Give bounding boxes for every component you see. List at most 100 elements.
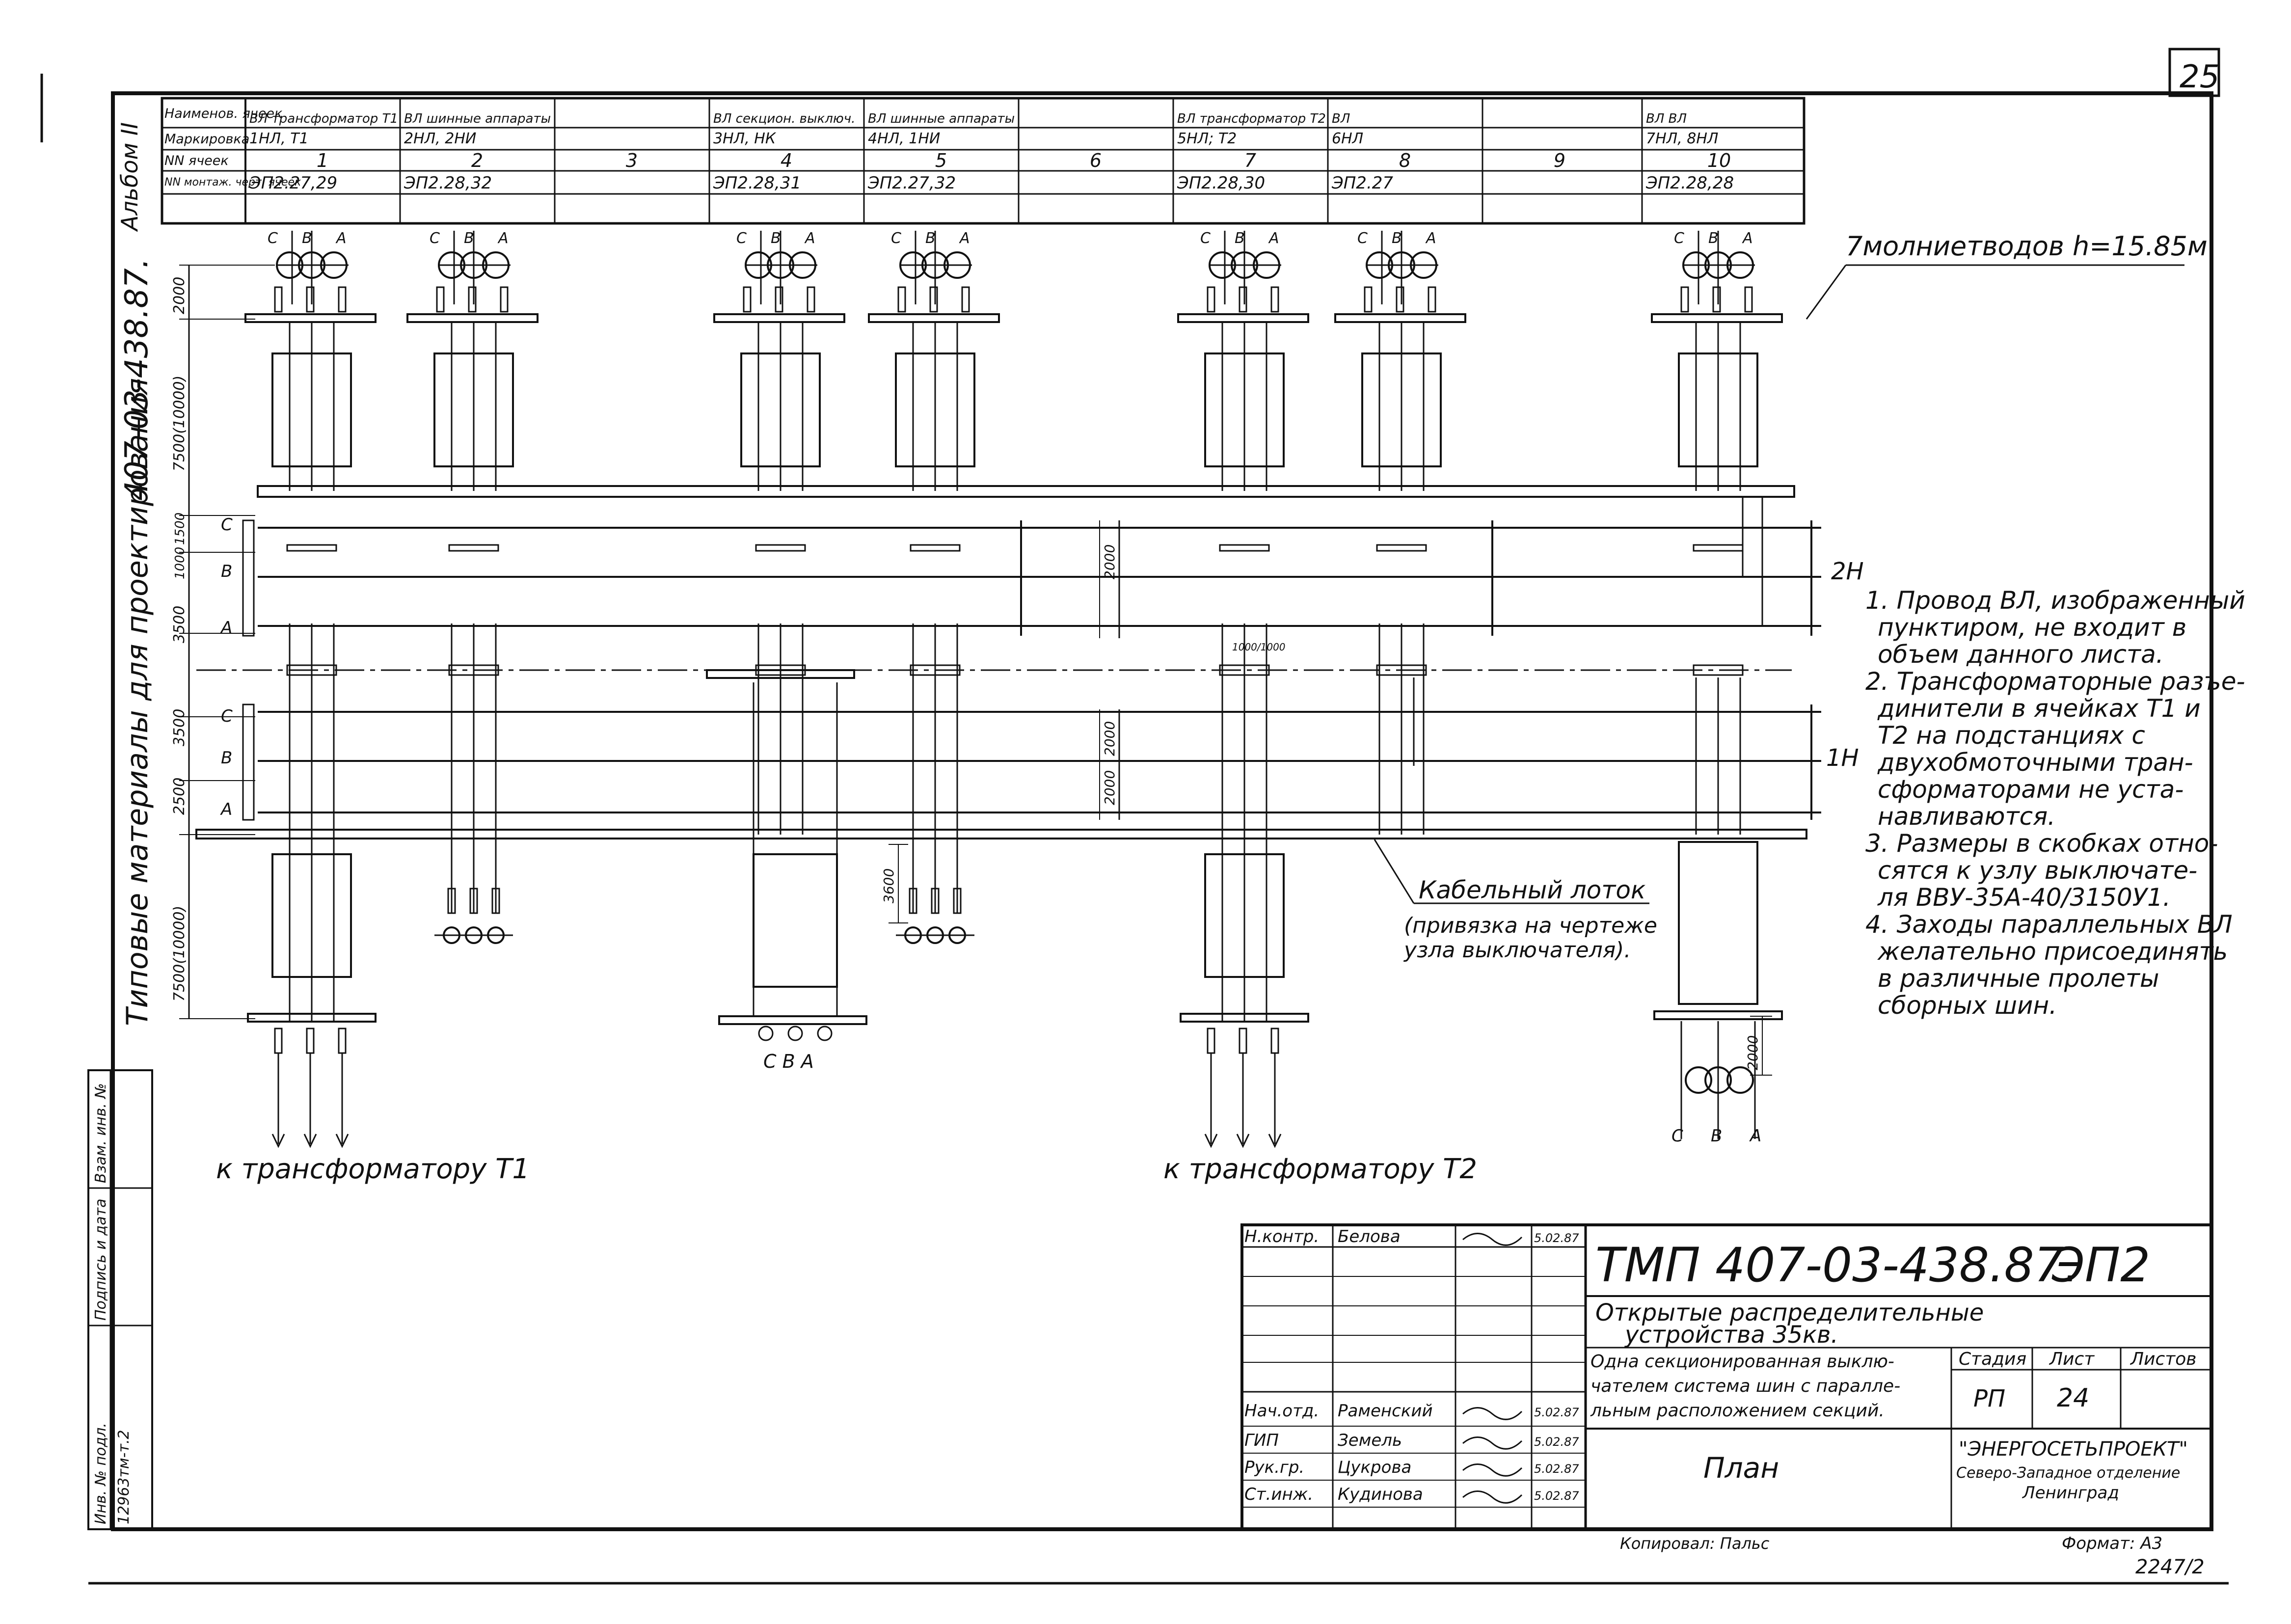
lightning-callout: 7молниетводов h=15.85м <box>1806 231 2208 320</box>
tb-name: Цукрова <box>1338 1458 1411 1477</box>
dim-1000: 1000 <box>173 547 188 579</box>
note-line: 1. Провод ВЛ, изображенный <box>1865 586 2245 615</box>
tb-name: Кудинова <box>1338 1485 1423 1504</box>
breaker-body <box>271 352 352 467</box>
tb-role: Н.контр. <box>1244 1227 1319 1246</box>
note-line: пунктиром, не входит в <box>1878 613 2186 642</box>
cell-sheet: ЭП2.27,29 <box>249 173 337 193</box>
phase-b-2h: В <box>221 562 232 581</box>
stamp-inv-val: 12963тм-т.2 <box>115 1430 133 1524</box>
bay-phase-label: С <box>1200 230 1211 247</box>
cell-name: ВЛ ВЛ <box>1646 111 1687 126</box>
dim-t2-1000: 1000/1000 <box>1232 641 1286 653</box>
tb-copied: Копировал: Пальс <box>1620 1534 1770 1553</box>
note-line: сборных шин. <box>1878 991 2057 1020</box>
tb-date: 5.02.87 <box>1534 1435 1579 1449</box>
bay-phase-label: С <box>268 230 278 247</box>
row-label-mark: Маркировка <box>164 132 249 147</box>
tb-sheets-label: Листов <box>2129 1349 2196 1369</box>
cell-num: 8 <box>1399 150 1411 171</box>
phase-c-1h: С <box>221 706 233 726</box>
tb-desc-2: чателем система шин с паралле- <box>1590 1376 1900 1396</box>
cell-sheet: ЭП2.27,32 <box>867 173 956 193</box>
stamp-inv: Инв. № подл. <box>92 1423 109 1524</box>
dim-7500-top: 7500(10000) <box>171 376 188 471</box>
breaker-body <box>1361 352 1442 467</box>
busbar-structure: 2000 2000 2000 1000/1000 <box>195 485 1821 839</box>
cell10-phase-label: А <box>1749 1126 1761 1146</box>
dim-1500: 1500 <box>173 513 188 545</box>
tb-name: Белова <box>1338 1227 1401 1246</box>
note-line: сформаторами не уста- <box>1878 775 2183 804</box>
tb-title-2: устройства 35кв. <box>1624 1321 1838 1349</box>
dimension-chain-left: 2000 7500(10000) 1500 1000 3500 3500 250… <box>171 265 275 1019</box>
tb-org-1: "ЭНЕРГОСЕТЬПРОЕКТ" <box>1959 1438 2188 1461</box>
bay-phase-label: А <box>959 230 970 247</box>
portal-beam <box>1334 313 1466 323</box>
bay-phase-label: В <box>302 230 312 247</box>
note-line: сятся к узлу выключате- <box>1878 856 2197 885</box>
signature-scribble <box>1462 1233 1523 1246</box>
note-line: объем данного листа. <box>1878 640 2164 669</box>
bay-phase-label: А <box>1742 230 1753 247</box>
note-line: 2. Трансформаторные разъе- <box>1865 667 2245 696</box>
bay-phase-label: А <box>1268 230 1279 247</box>
tb-sheet: 24 <box>2057 1383 2089 1413</box>
cable-tray-label: Кабельный лоток <box>1419 876 1645 904</box>
cell-name: ВЛ секцион. выключ. <box>713 111 855 126</box>
breaker-body <box>1678 352 1758 467</box>
cell-name: ВЛ шинные аппараты <box>868 111 1015 126</box>
tb-number: 2247/2 <box>2135 1556 2205 1578</box>
stamp-replace: Взам. инв. № <box>92 1083 109 1183</box>
portal-beam-bottom <box>247 1013 377 1023</box>
tb-desc-1: Одна секционированная выклю- <box>1590 1352 1894 1372</box>
phase-a-2h: А <box>220 618 232 638</box>
breaker-body-bottom <box>271 853 352 978</box>
tb-org-3: Ленинград <box>2021 1483 2119 1503</box>
cell-mark: 4НЛ, 1НИ <box>868 130 940 147</box>
cell-mark: 5НЛ; T2 <box>1177 130 1237 147</box>
to-transformer-1: к трансформатору T1 <box>216 1153 530 1185</box>
tb-role: Рук.гр. <box>1244 1458 1304 1477</box>
bay-7: С В А С В А <box>1651 230 1783 1146</box>
section-phase-labels: С В А <box>763 1051 814 1072</box>
cell-mark: 7НЛ, 8НЛ <box>1646 130 1718 147</box>
tb-date: 5.02.87 <box>1534 1406 1579 1419</box>
portal-beam <box>244 313 377 323</box>
tb-role: ГИП <box>1244 1431 1279 1450</box>
cell-sheet: ЭП2.28,30 <box>1177 173 1265 193</box>
bus-1h-label: 1Н <box>1826 744 1859 772</box>
cell10-bottom-dim: 2000 <box>1745 1016 1772 1076</box>
cell-mark: 2НЛ, 2НИ <box>404 130 476 147</box>
tb-date: 5.02.87 <box>1534 1462 1579 1476</box>
bay-phase-label: А <box>497 230 509 247</box>
bay-phase-label: С <box>1674 230 1684 247</box>
cell10-phase-label: С <box>1671 1126 1683 1146</box>
cell10-phase-label: В <box>1711 1126 1722 1146</box>
cell-name: ВЛ трансформатор T2 <box>1177 111 1326 126</box>
to-transformer-2: к трансформатору T2 <box>1163 1153 1477 1185</box>
bay-phase-label: С <box>891 230 901 247</box>
album-label: Альбом II <box>116 122 143 232</box>
phase-b-1h: В <box>221 748 232 768</box>
dim-right-2000-c: 2000 <box>1102 770 1118 805</box>
tb-date: 5.02.87 <box>1534 1231 1579 1245</box>
note-line: T2 на подстанциях с <box>1878 721 2145 750</box>
stamp-sign: Подпись и дата <box>92 1199 109 1321</box>
bay-phase-label: В <box>1708 230 1719 247</box>
page-number: 25 <box>2180 59 2219 95</box>
portal-beam-bottom <box>1180 1013 1309 1023</box>
cell-num: 9 <box>1554 150 1565 171</box>
cell-num: 4 <box>781 150 792 171</box>
cell-sheet: ЭП2.28,28 <box>1645 173 1734 193</box>
